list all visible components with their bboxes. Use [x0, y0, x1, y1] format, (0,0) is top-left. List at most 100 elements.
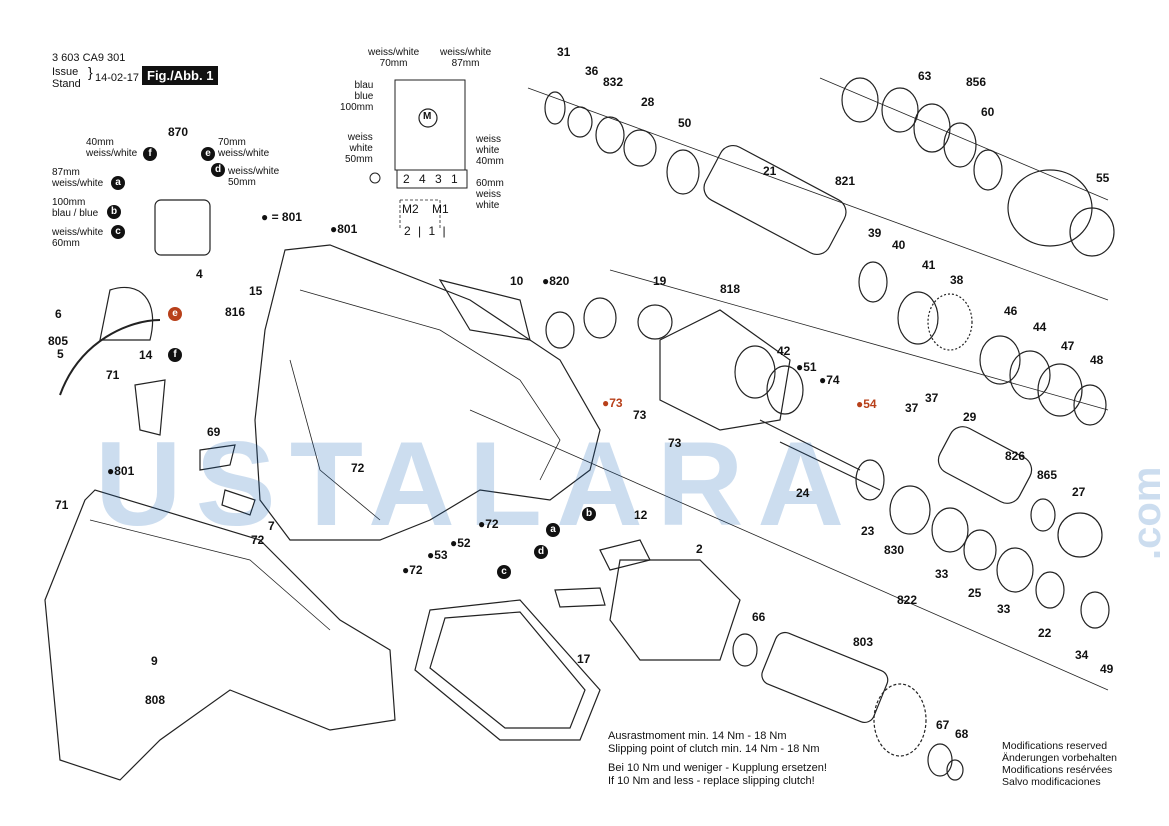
marker-a2: a — [546, 523, 560, 537]
marker-b2: b — [582, 507, 596, 521]
part-label: ●74 — [819, 373, 840, 387]
issue-label: Issue — [52, 66, 79, 78]
part-label: 2 — [696, 542, 703, 556]
part-label: 34 — [1075, 648, 1089, 662]
motor-symbol: M — [423, 111, 432, 122]
part-label: 63 — [918, 69, 932, 83]
part-label: 55 — [1096, 171, 1110, 185]
marker-c2: c — [497, 565, 511, 579]
part-label-4: 4 — [196, 267, 203, 281]
part-label: 71 — [55, 498, 69, 512]
part-label: 44 — [1033, 320, 1047, 334]
part-label: 33 — [935, 567, 949, 581]
terminal-m1: M1 — [432, 202, 449, 216]
part-label: 69 — [207, 425, 221, 439]
part-label: 41 — [922, 258, 936, 272]
part-label: ●52 — [450, 536, 471, 550]
assembly-axis-upper — [527, 87, 1109, 301]
part-label: 37 — [905, 401, 919, 415]
part-label: ●72 — [478, 517, 499, 531]
part-label: 33 — [997, 602, 1011, 616]
part-label: 818 — [720, 282, 741, 296]
part-label: 816 — [225, 305, 246, 319]
doc-number: 3 603 CA9 301 — [52, 52, 126, 64]
marker-c: c — [111, 225, 125, 239]
marker-e2: e — [168, 307, 182, 321]
marker-b: b — [107, 205, 121, 219]
spindle — [703, 144, 847, 256]
part-label: 28 — [641, 95, 655, 109]
marker-f2: f — [168, 348, 182, 362]
field-stator — [609, 559, 741, 661]
part-label: 73 — [633, 408, 647, 422]
modifications-note: Modifications reserved Änderungen vorbeh… — [1002, 740, 1118, 788]
tool-holder — [1007, 169, 1093, 247]
part-label: 14 — [139, 348, 153, 362]
part-label: ●801 — [107, 464, 135, 478]
marker-d: d — [211, 163, 225, 177]
marker-a: a — [111, 176, 125, 190]
marker-d2: d — [534, 545, 548, 559]
part-label: 31 — [557, 45, 571, 59]
part-label: 10 — [510, 274, 524, 288]
part-label: 9 — [151, 654, 158, 668]
part-label: 7 — [268, 519, 275, 533]
part-label: 805 — [48, 334, 69, 348]
cover-half — [44, 489, 396, 781]
part-label: 22 — [1038, 626, 1052, 640]
terminal-block: 2 4 3 1 — [403, 172, 461, 186]
part-label: ●820 — [542, 274, 570, 288]
part-label: 46 — [1004, 304, 1018, 318]
part-label: 29 — [963, 410, 977, 424]
part-label: 25 — [968, 586, 982, 600]
part-label: 24 — [796, 486, 810, 500]
part-label: 19 — [653, 274, 667, 288]
part-label: 6 — [55, 307, 62, 321]
stand-label: Stand — [52, 78, 81, 90]
part-label: 50 — [678, 116, 692, 130]
part-label: 47 — [1061, 339, 1075, 353]
marker-e: e — [201, 147, 215, 161]
part-label-870: 870 — [168, 125, 189, 139]
switch-body — [154, 199, 211, 256]
part-label: 803 — [853, 635, 874, 649]
header-brace: } — [88, 64, 93, 80]
part-label: 21 — [763, 164, 777, 178]
part-label: 12 — [634, 508, 648, 522]
part-label: 821 — [835, 174, 856, 188]
legend-801: ● = 801 — [261, 210, 302, 224]
part-label: 832 — [603, 75, 624, 89]
part-label: 66 — [752, 610, 766, 624]
marker-f: f — [143, 147, 157, 161]
clutch-note: Ausrastmoment min. 14 Nm - 18 Nm Slippin… — [608, 730, 827, 787]
part-label: 27 — [1072, 485, 1086, 499]
part-label: 71 — [106, 368, 120, 382]
part-label: 822 — [897, 593, 918, 607]
part-label: 865 — [1037, 468, 1058, 482]
part-label: 72 — [351, 461, 365, 475]
issue-date: 14-02-17 — [95, 72, 140, 84]
part-label: 5 — [57, 347, 64, 361]
part-label: 42 — [777, 344, 791, 358]
part-label: 49 — [1100, 662, 1114, 676]
housing-half — [254, 244, 601, 541]
part-label: 36 — [585, 64, 599, 78]
figure-label: Fig./Abb. 1 — [142, 66, 219, 85]
terminal-m2: M2 — [402, 202, 419, 216]
part-label: ●73 — [602, 396, 623, 410]
part-label: 37 — [925, 391, 939, 405]
part-label: 38 — [950, 273, 964, 287]
part-label: 39 — [868, 226, 882, 240]
